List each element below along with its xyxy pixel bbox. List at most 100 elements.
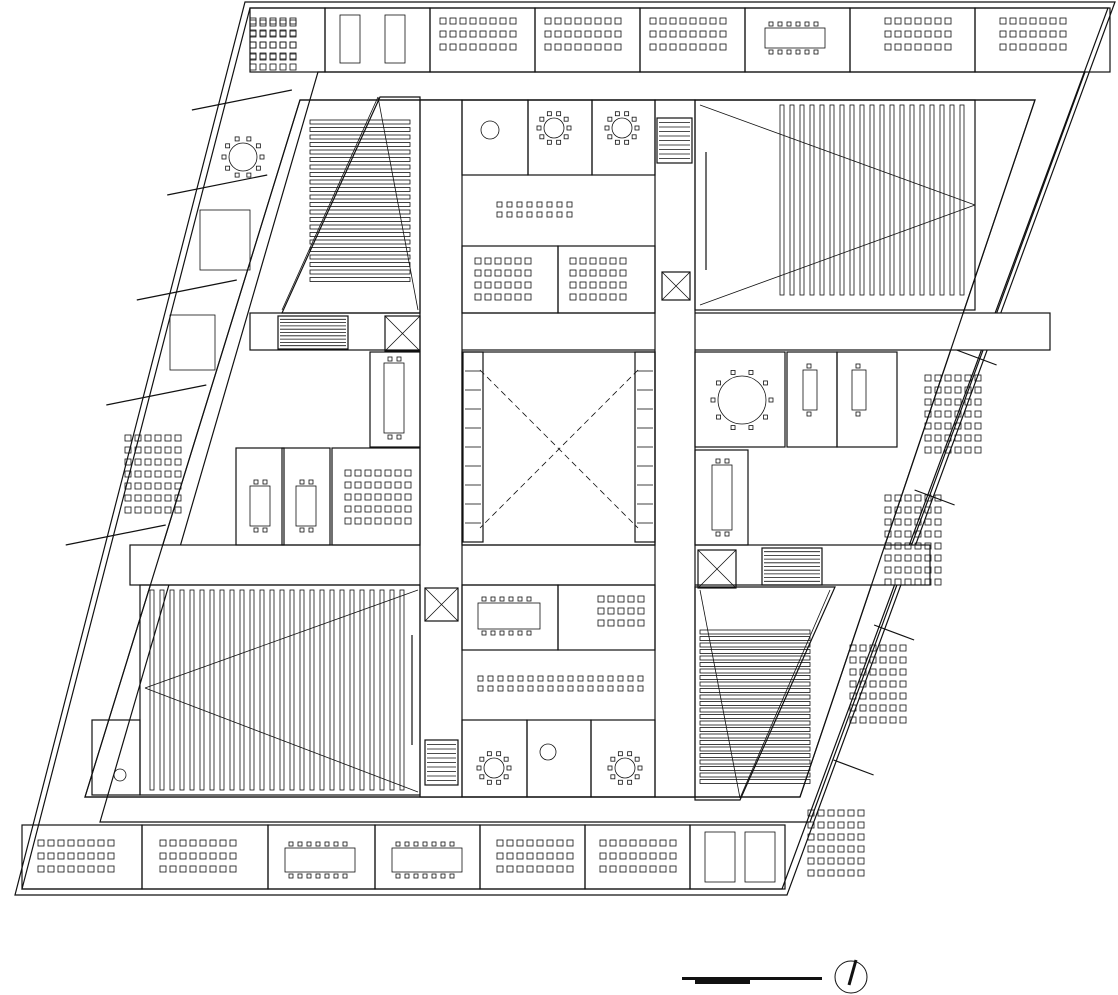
chair: [526, 596, 532, 602]
seat: [889, 680, 897, 688]
seat: [669, 865, 677, 873]
seat: [484, 293, 492, 301]
seat: [619, 281, 627, 289]
seat: [87, 839, 95, 847]
seat: [859, 644, 867, 652]
seat-column: [169, 589, 175, 791]
seat: [857, 857, 865, 865]
seat: [614, 43, 622, 51]
chair: [617, 751, 623, 757]
chair: [479, 774, 485, 780]
desk-pair: [744, 831, 776, 883]
room-divider: [106, 384, 207, 406]
seat: [566, 211, 573, 218]
seat: [899, 704, 907, 712]
seat: [637, 685, 644, 692]
sightline: [281, 96, 379, 311]
seat: [506, 201, 513, 208]
seat: [546, 852, 554, 860]
seat: [564, 17, 572, 25]
seat: [516, 211, 523, 218]
chair: [422, 841, 428, 847]
seat: [279, 17, 287, 25]
chair: [342, 841, 348, 847]
seat: [124, 434, 132, 442]
chair: [440, 841, 446, 847]
seat: [484, 281, 492, 289]
seat: [894, 506, 902, 514]
seat: [974, 374, 982, 382]
seat: [566, 201, 573, 208]
seat: [506, 865, 514, 873]
seat: [269, 41, 277, 49]
seat: [536, 865, 544, 873]
seat: [609, 293, 617, 301]
seat: [159, 839, 167, 847]
chair: [627, 751, 633, 757]
seat: [189, 865, 197, 873]
seat: [509, 17, 517, 25]
seat: [1059, 43, 1067, 51]
seat: [384, 469, 392, 477]
seat: [144, 494, 152, 502]
corridor-horizontal-lower: [129, 544, 931, 586]
walls: [14, 1, 1116, 896]
building-outline: [14, 1, 1116, 896]
seat: [1009, 43, 1017, 51]
seat: [494, 293, 502, 301]
seat: [189, 839, 197, 847]
seat: [894, 542, 902, 550]
seat: [659, 839, 667, 847]
seat-row: [309, 232, 411, 237]
seat: [174, 434, 182, 442]
seat: [954, 374, 962, 382]
seat: [914, 494, 922, 502]
seat-column: [219, 589, 225, 791]
desk-pair: [339, 14, 361, 64]
chair: [479, 756, 485, 762]
north-arrow-icon: [834, 959, 868, 994]
chair: [508, 596, 514, 602]
seat-column: [789, 104, 795, 296]
seat: [459, 43, 467, 51]
chair: [614, 139, 620, 145]
seat: [496, 201, 503, 208]
seat: [374, 493, 382, 501]
seat: [37, 852, 45, 860]
seat: [817, 845, 825, 853]
seat: [934, 506, 942, 514]
chair: [490, 630, 496, 636]
seat: [507, 685, 514, 692]
seat: [964, 446, 972, 454]
service-room: [91, 719, 141, 796]
seat: [884, 578, 892, 586]
chair: [768, 21, 774, 27]
seat-column: [399, 589, 405, 791]
chair: [440, 873, 446, 879]
seat: [859, 656, 867, 664]
seat: [849, 704, 857, 712]
chair: [634, 125, 640, 131]
perimeter-room: [479, 824, 586, 890]
chair: [730, 370, 736, 375]
seat: [569, 257, 577, 265]
seat: [569, 269, 577, 277]
seat: [249, 30, 257, 38]
seat: [1049, 17, 1057, 25]
chair: [724, 531, 730, 537]
sightline: [699, 104, 976, 206]
seat: [934, 542, 942, 550]
round-table: [483, 757, 505, 779]
seat: [289, 30, 297, 38]
seat-row: [309, 119, 411, 125]
seat: [934, 30, 942, 38]
seat: [627, 607, 635, 615]
room: [836, 351, 898, 448]
seat: [449, 30, 457, 38]
seat: [954, 422, 962, 430]
seat: [924, 422, 932, 430]
seat: [124, 494, 132, 502]
seat-row: [699, 636, 811, 641]
seat: [154, 434, 162, 442]
seat-column: [389, 589, 395, 791]
